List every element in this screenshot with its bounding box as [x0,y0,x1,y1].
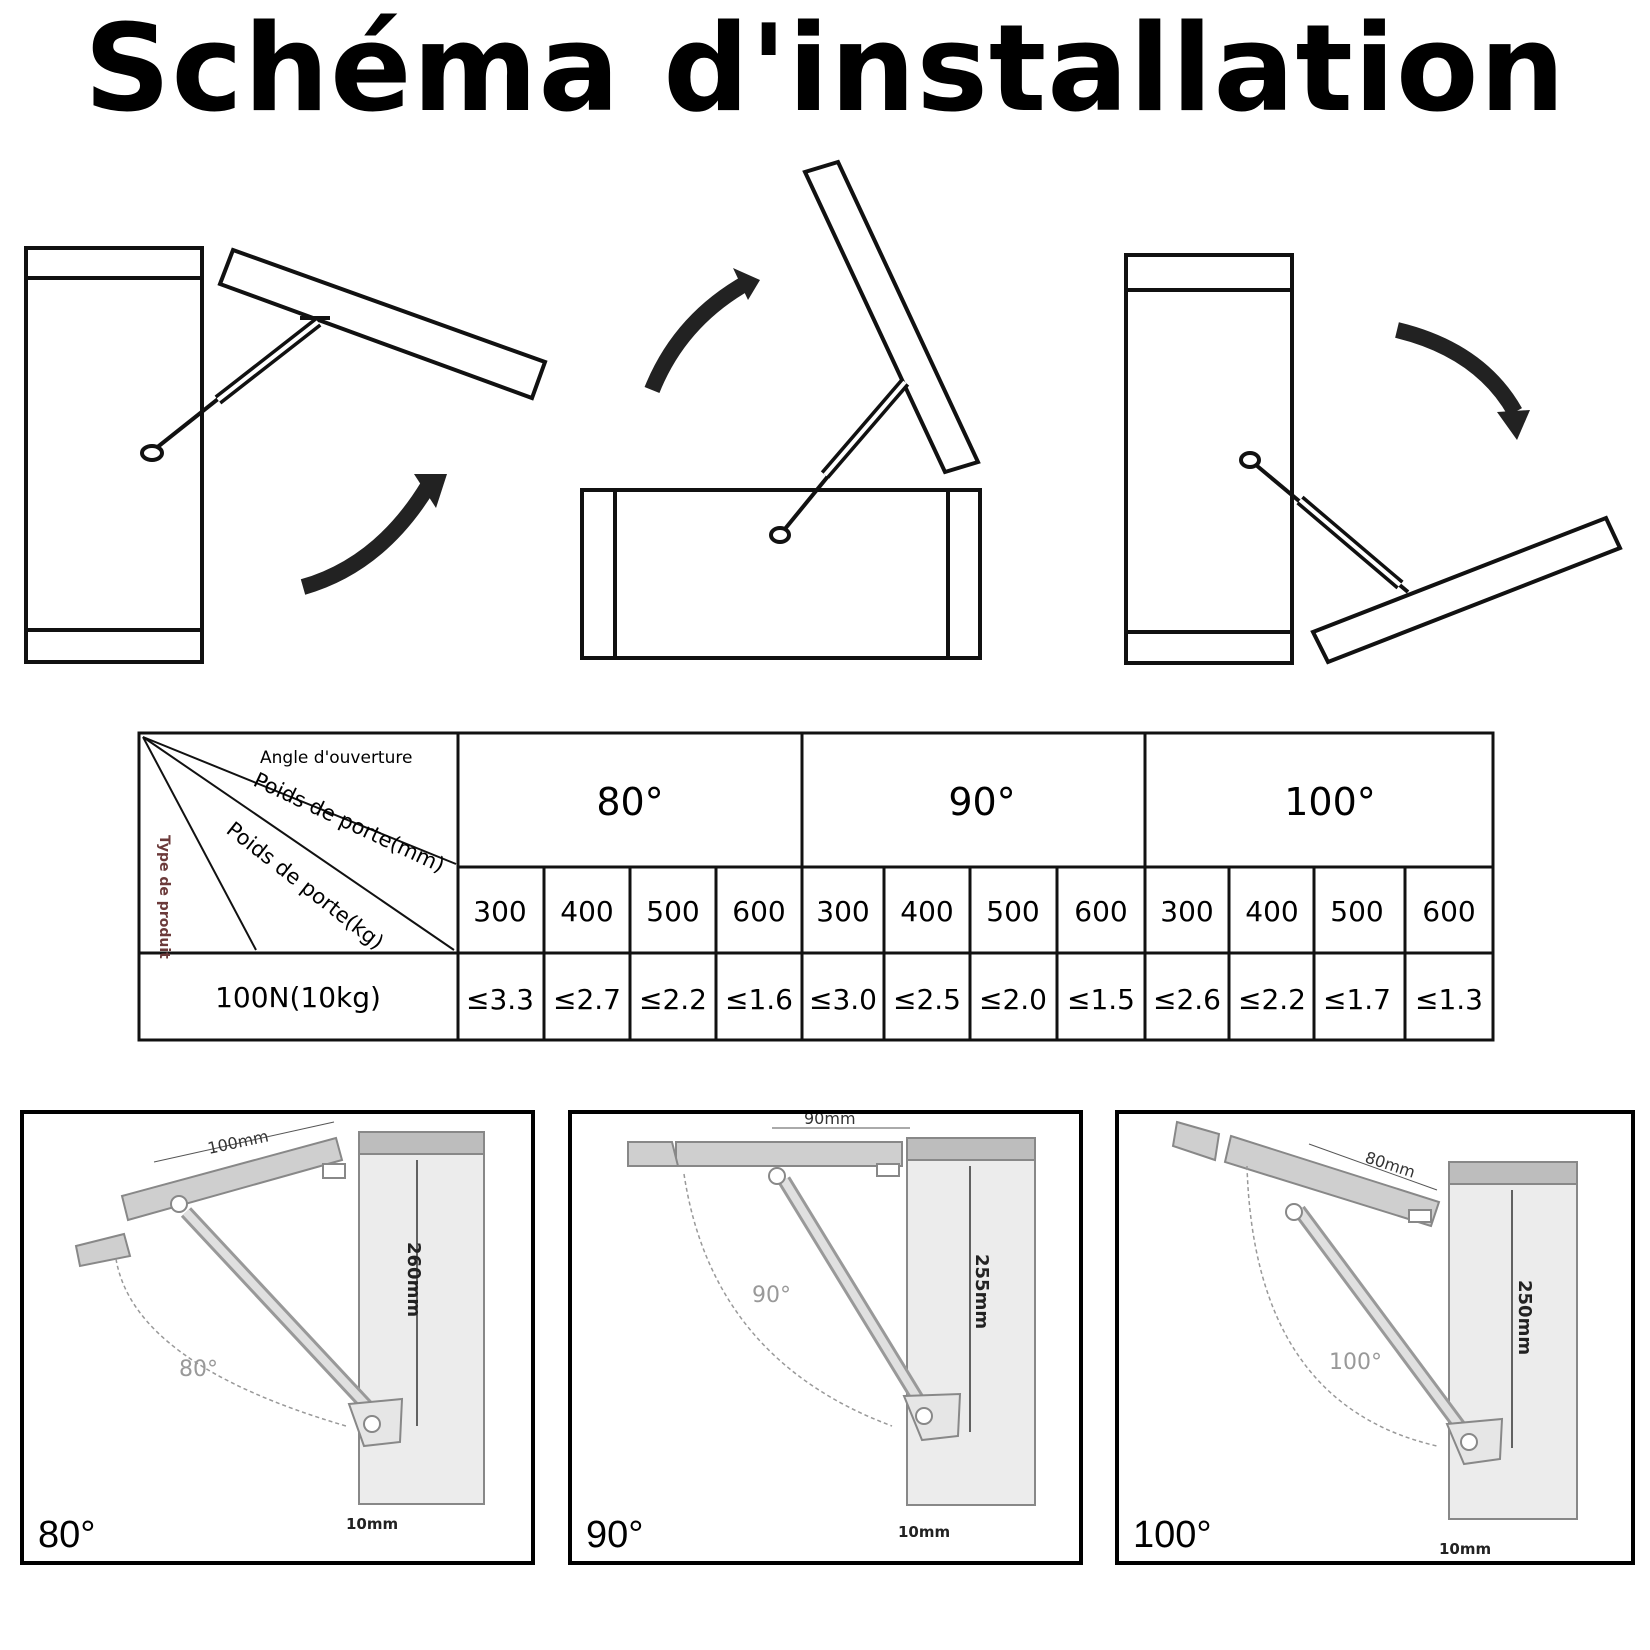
angle-header: 100° [1284,780,1376,824]
angle-header: 90° [948,780,1015,824]
table-cell: ≤1.6 [725,983,793,1016]
table-cell: ≤1.3 [1415,983,1483,1016]
top-dimension: 80mm [1363,1148,1418,1182]
top-dimension: 100mm [206,1126,270,1157]
size-header: 500 [646,895,699,928]
angle-mark: 100° [1329,1350,1382,1375]
table-cell: ≤2.2 [639,983,707,1016]
angle-header: 80° [596,780,663,824]
table-cell: ≤2.2 [1238,983,1306,1016]
panel-label: 90° [586,1514,644,1556]
arrow-down-icon [1395,322,1522,417]
table-cell: ≤3.3 [466,983,534,1016]
size-header: 500 [1330,895,1383,928]
cabinet-2 [580,159,982,660]
bottom-dimension: 10mm [346,1515,398,1533]
cabinet-illustrations [24,159,1623,665]
size-header: 400 [1245,895,1298,928]
table-cell: ≤2.7 [553,983,621,1016]
size-header: 400 [560,895,613,928]
angle-mark: 90° [752,1283,791,1308]
arrow-up-icon [644,275,752,394]
side-dimension: 250mm [1514,1280,1535,1355]
arrow-up-icon [300,481,435,595]
page-title: Schéma d'installation [84,0,1566,139]
installation-panel-100: 80mm 250mm 100° 10mm 100° [1115,1110,1635,1565]
panel-label: 80° [38,1514,96,1556]
installation-panel-90: 90mm 255mm 90° 10mm 90° [568,1110,1083,1565]
table-cell: ≤2.0 [979,983,1047,1016]
panel-label: 100° [1133,1514,1212,1556]
side-dimension: 260mm [403,1242,424,1317]
table-cell: ≤1.7 [1323,983,1391,1016]
side-dimension: 255mm [971,1254,992,1329]
force-table: Angle d'ouverture Poids de porte(mm) Poi… [137,731,1495,1042]
size-header: 600 [732,895,785,928]
size-header: 600 [1422,895,1475,928]
top-dimension: 90mm [804,1114,856,1128]
row-product: 100N(10kg) [215,981,381,1014]
bottom-dimension: 10mm [1439,1540,1491,1558]
header-opening-angle: Angle d'ouverture [260,748,412,768]
size-header: 400 [900,895,953,928]
cabinet-1 [24,246,548,664]
installation-panel-80: 100mm 260mm 80° 10mm 80° [20,1110,535,1565]
table-cell: ≤2.6 [1153,983,1221,1016]
header-product-type: Type de produit [156,835,172,959]
table-cell: ≤3.0 [809,983,877,1016]
size-header: 600 [1074,895,1127,928]
table-cell: ≤1.5 [1067,983,1135,1016]
size-header: 300 [816,895,869,928]
size-header: 300 [1160,895,1213,928]
angle-mark: 80° [179,1357,218,1382]
cabinet-3 [1124,253,1623,665]
table-cell: ≤2.5 [893,983,961,1016]
size-header: 500 [986,895,1039,928]
size-header: 300 [473,895,526,928]
bottom-dimension: 10mm [898,1523,950,1541]
